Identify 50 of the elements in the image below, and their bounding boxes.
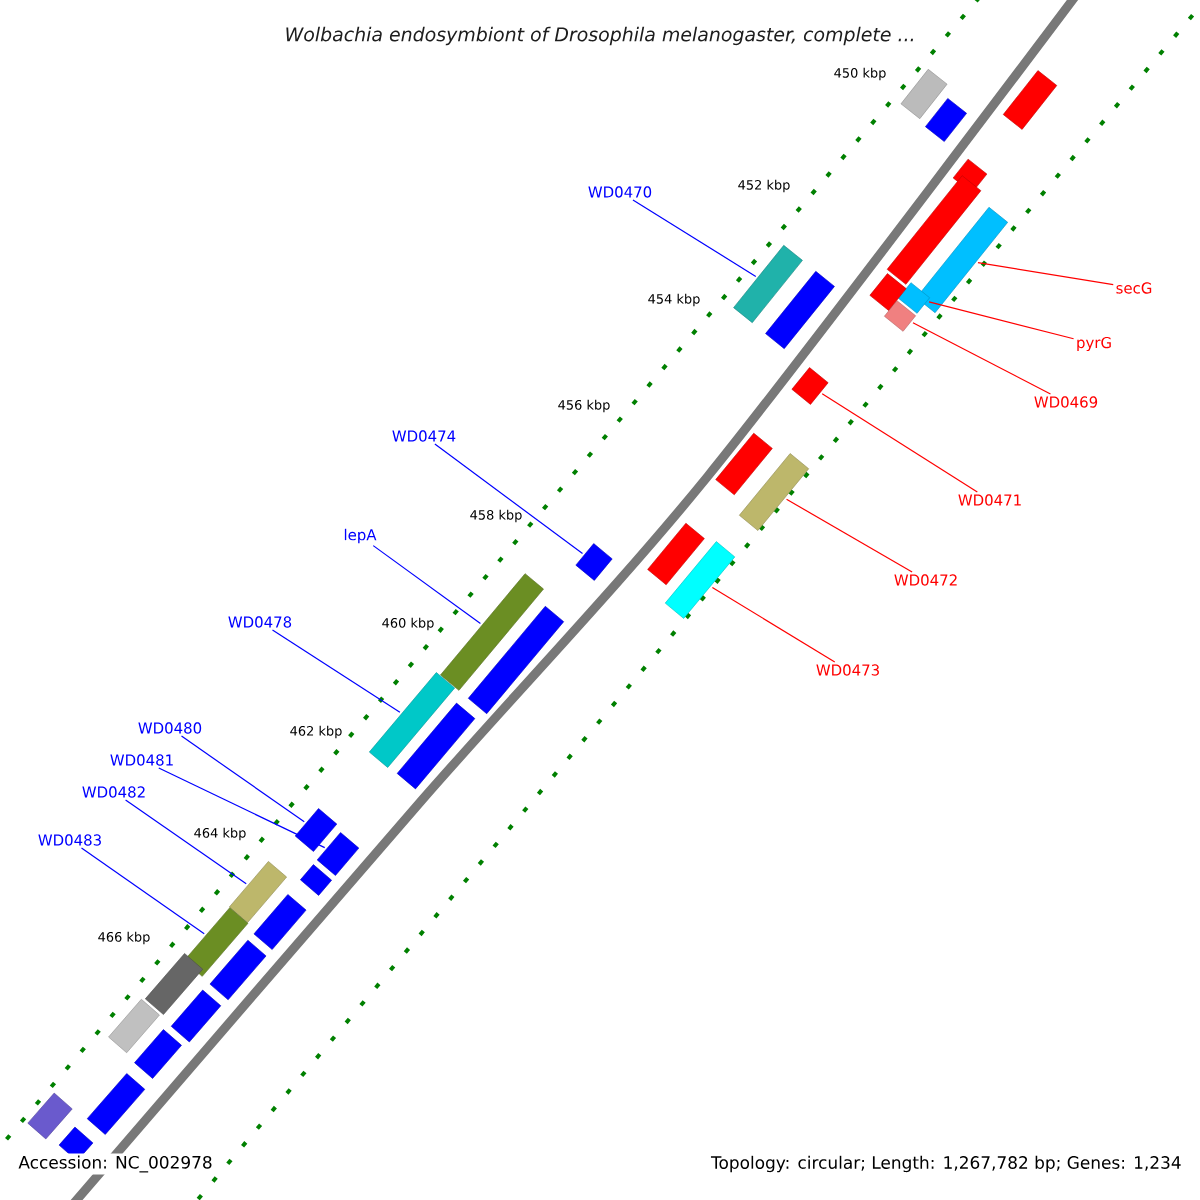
gene-bar bbox=[869, 273, 907, 311]
gene-bar bbox=[170, 989, 222, 1043]
gene-bar bbox=[134, 1029, 182, 1079]
leader-line bbox=[977, 262, 1114, 286]
gene-bar bbox=[886, 175, 982, 285]
summary-text: Topology: circular; Length: 1,267,782 bp; Genes: 1,234 bbox=[709, 1153, 1184, 1175]
gene-bar bbox=[316, 832, 360, 876]
leader-line bbox=[912, 322, 1052, 395]
gene-bar bbox=[440, 573, 544, 691]
gene-bar bbox=[183, 907, 249, 977]
gene-bar bbox=[664, 541, 736, 619]
gene-bar bbox=[647, 522, 705, 586]
gene-bar bbox=[369, 672, 455, 768]
gene-bar bbox=[884, 300, 916, 332]
leader-line bbox=[80, 847, 205, 935]
gene-bar bbox=[145, 953, 203, 1015]
gene-bar bbox=[791, 367, 829, 405]
gene-bar bbox=[253, 894, 307, 950]
gene-bar bbox=[925, 98, 967, 142]
gene-bar bbox=[765, 271, 835, 349]
leader-line bbox=[180, 735, 305, 823]
gene-bar bbox=[575, 543, 613, 581]
gene-bar bbox=[468, 606, 564, 714]
leader-line bbox=[821, 393, 978, 493]
leader-line bbox=[632, 199, 757, 277]
gene-bar bbox=[733, 245, 803, 323]
gene-bar bbox=[898, 282, 930, 314]
leader-line bbox=[711, 586, 836, 663]
title: Wolbachia endosymbiont of Drosophila melanogaster, complete ... bbox=[282, 24, 918, 48]
gene-bar bbox=[209, 939, 267, 1001]
gene-bar bbox=[1002, 70, 1058, 130]
gene-bar bbox=[294, 808, 338, 852]
leader-line bbox=[125, 799, 247, 885]
gene-bar bbox=[715, 432, 773, 496]
gene-bar bbox=[27, 1092, 73, 1140]
leader-line bbox=[434, 443, 584, 555]
leader-line bbox=[372, 545, 482, 625]
accession-text: Accession: NC_002978 bbox=[16, 1153, 215, 1175]
gene-bar bbox=[396, 702, 476, 790]
leader-line bbox=[928, 301, 1075, 340]
leader-line bbox=[158, 767, 326, 849]
gene-bar bbox=[86, 1073, 146, 1135]
gene-bar bbox=[300, 864, 332, 896]
leader-line bbox=[785, 498, 913, 573]
gene-bar bbox=[229, 861, 287, 923]
gene-bar bbox=[916, 206, 1008, 314]
leader-line bbox=[271, 629, 401, 713]
gene-bar bbox=[900, 69, 948, 119]
gene-bar bbox=[108, 998, 160, 1054]
gene-bar bbox=[739, 453, 809, 531]
